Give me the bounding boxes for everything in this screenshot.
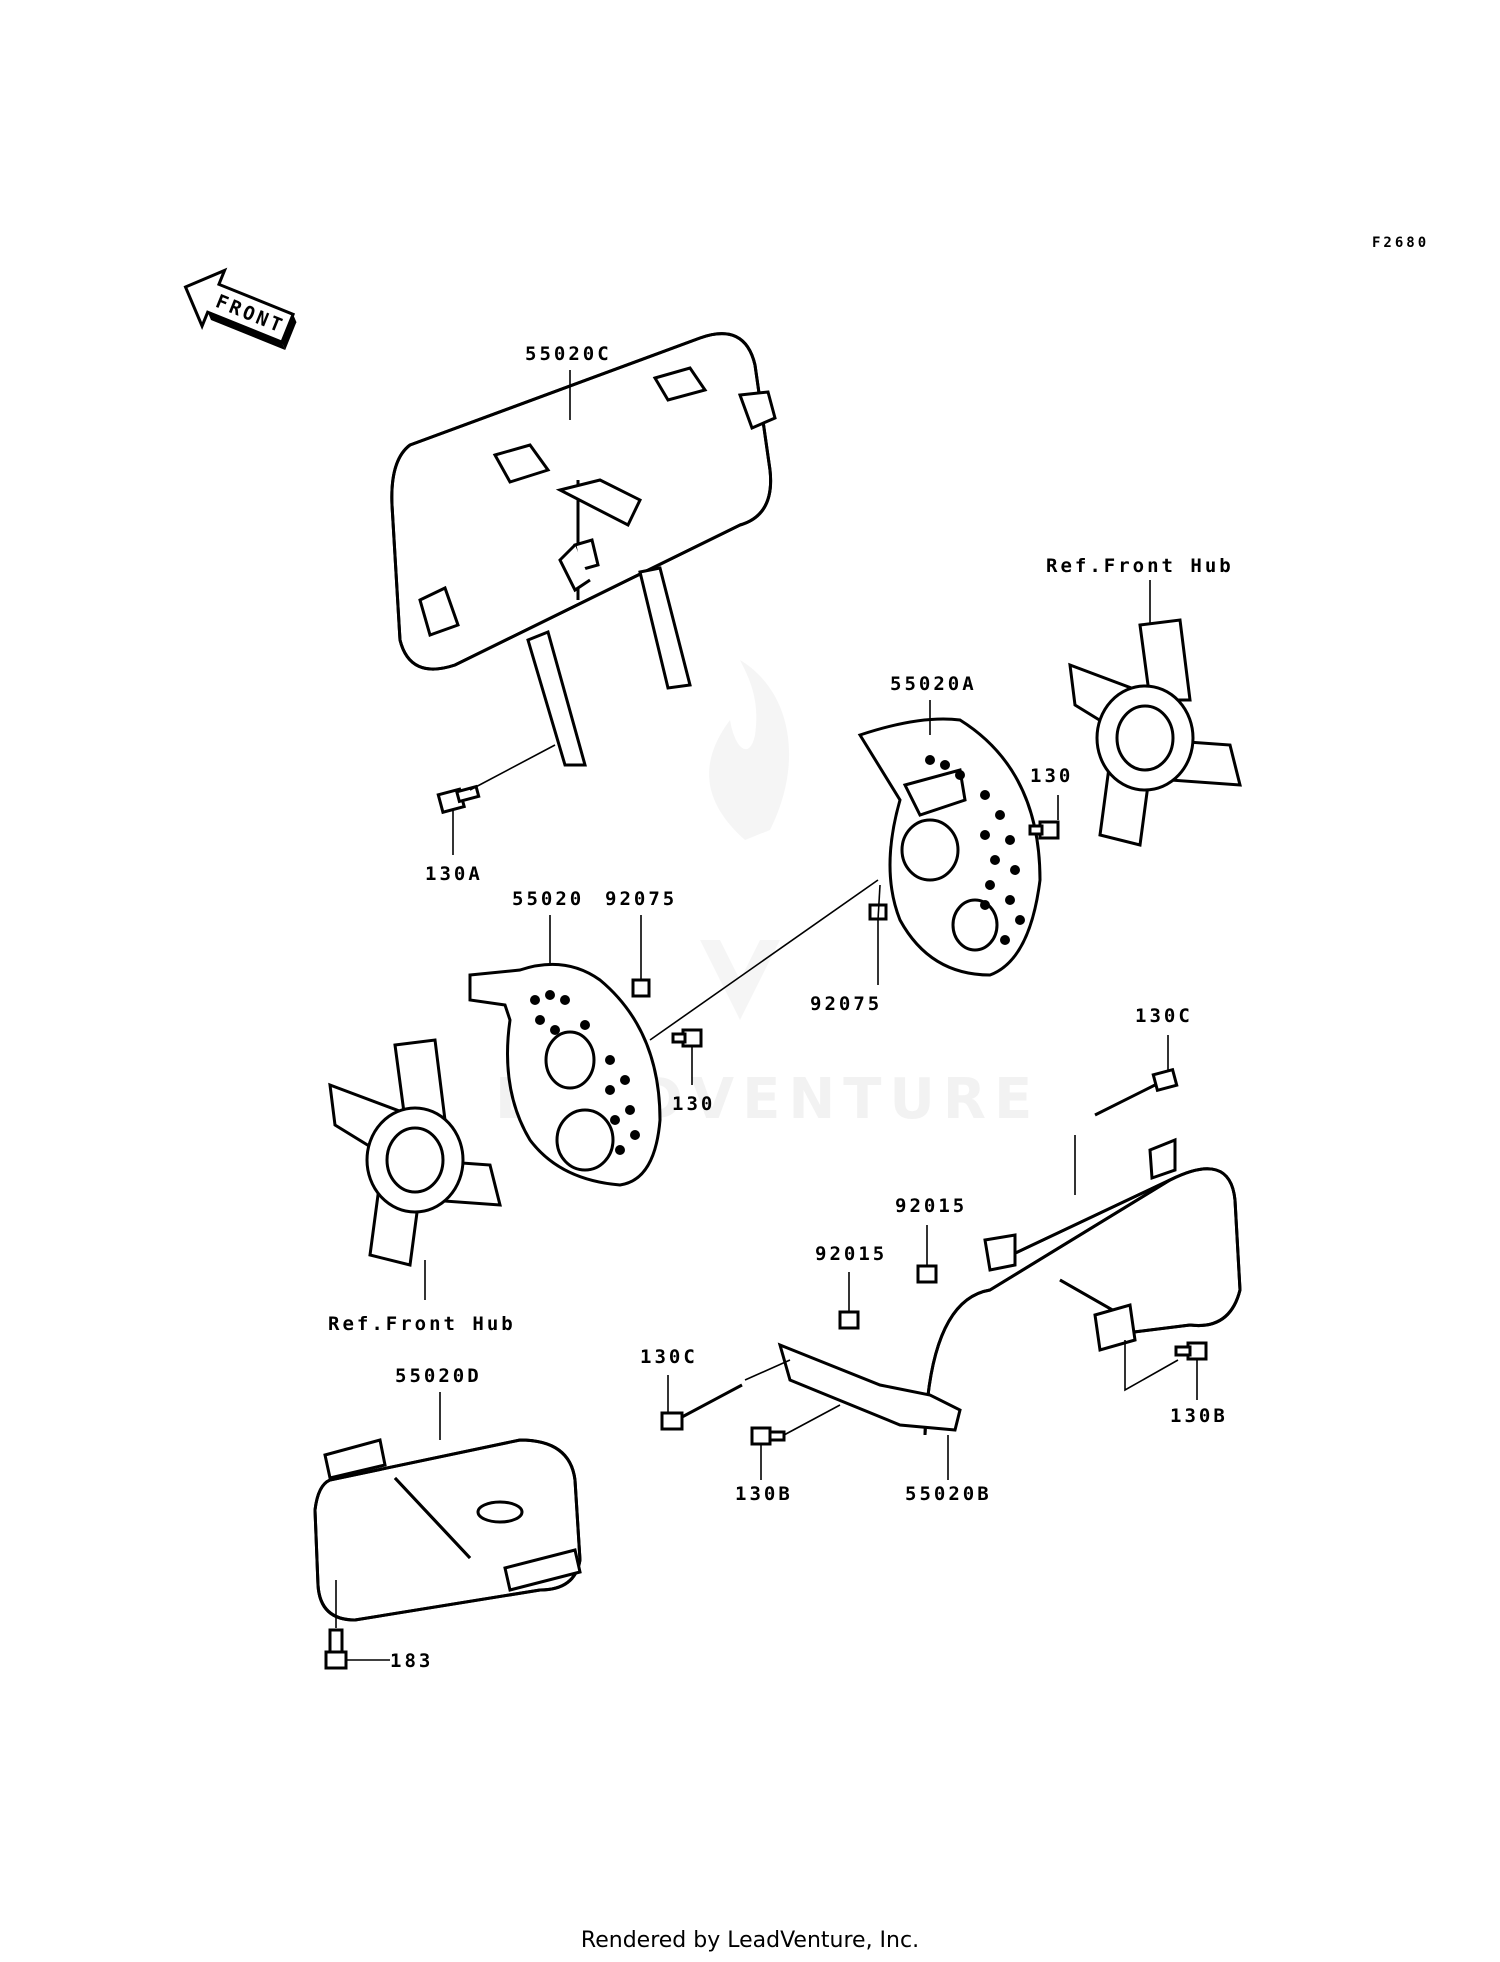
front-hub-right	[1068, 618, 1242, 847]
callout-92075-right: 92075	[810, 993, 882, 1015]
callout-55020a: 55020A	[890, 673, 977, 695]
footer-credit: Rendered by LeadVenture, Inc.	[580, 1928, 920, 1953]
callout-130b-right: 130B	[1170, 1405, 1228, 1427]
ref-front-hub-bottom: Ref.Front Hub	[328, 1313, 516, 1335]
callout-130c-right: 130C	[1135, 1005, 1193, 1027]
disc-guard-55020	[468, 962, 662, 1187]
callout-55020: 55020	[512, 888, 584, 910]
bolt-183	[324, 1628, 348, 1670]
disc-guard-holes	[925, 755, 1025, 945]
bolt-130b-left	[750, 1426, 786, 1446]
bolt-130c-left	[660, 1383, 743, 1431]
bumper-frame-55020b	[777, 1137, 1242, 1436]
callout-130a: 130A	[425, 863, 483, 885]
figure-code: F2680	[1372, 235, 1429, 251]
callout-55020d: 55020D	[395, 1365, 482, 1387]
callout-92075-left: 92075	[605, 888, 677, 910]
disc-guard-holes-left	[530, 990, 640, 1155]
nut-92075-left	[631, 978, 651, 998]
bolt-130-right	[1028, 820, 1060, 840]
callout-130-right: 130	[1030, 765, 1073, 787]
callout-183: 183	[390, 1650, 433, 1672]
callout-130-left: 130	[672, 1093, 715, 1115]
nut-92015-right	[916, 1264, 938, 1284]
front-arrow-icon: FRONT	[183, 267, 297, 350]
disc-guard-55020a	[857, 717, 1042, 977]
ref-front-hub-top: Ref.Front Hub	[1046, 555, 1234, 577]
callout-92015-left: 92015	[815, 1243, 887, 1265]
bolt-130c-right	[1094, 1067, 1179, 1117]
callout-92015-right: 92015	[895, 1195, 967, 1217]
bumper-frame-55020c	[390, 332, 777, 767]
callout-55020b: 55020B	[905, 1483, 992, 1505]
callout-130b-left: 130B	[735, 1483, 793, 1505]
nut-92015-left	[838, 1310, 860, 1330]
bolt-130b-right	[1174, 1341, 1208, 1361]
bolt-130-left	[671, 1028, 703, 1048]
front-hub-left	[328, 1038, 502, 1267]
callout-55020c: 55020C	[525, 343, 612, 365]
foot-guard-55020d	[313, 1438, 582, 1622]
bolt-130a	[436, 784, 481, 815]
callout-130c-left: 130C	[640, 1346, 698, 1368]
